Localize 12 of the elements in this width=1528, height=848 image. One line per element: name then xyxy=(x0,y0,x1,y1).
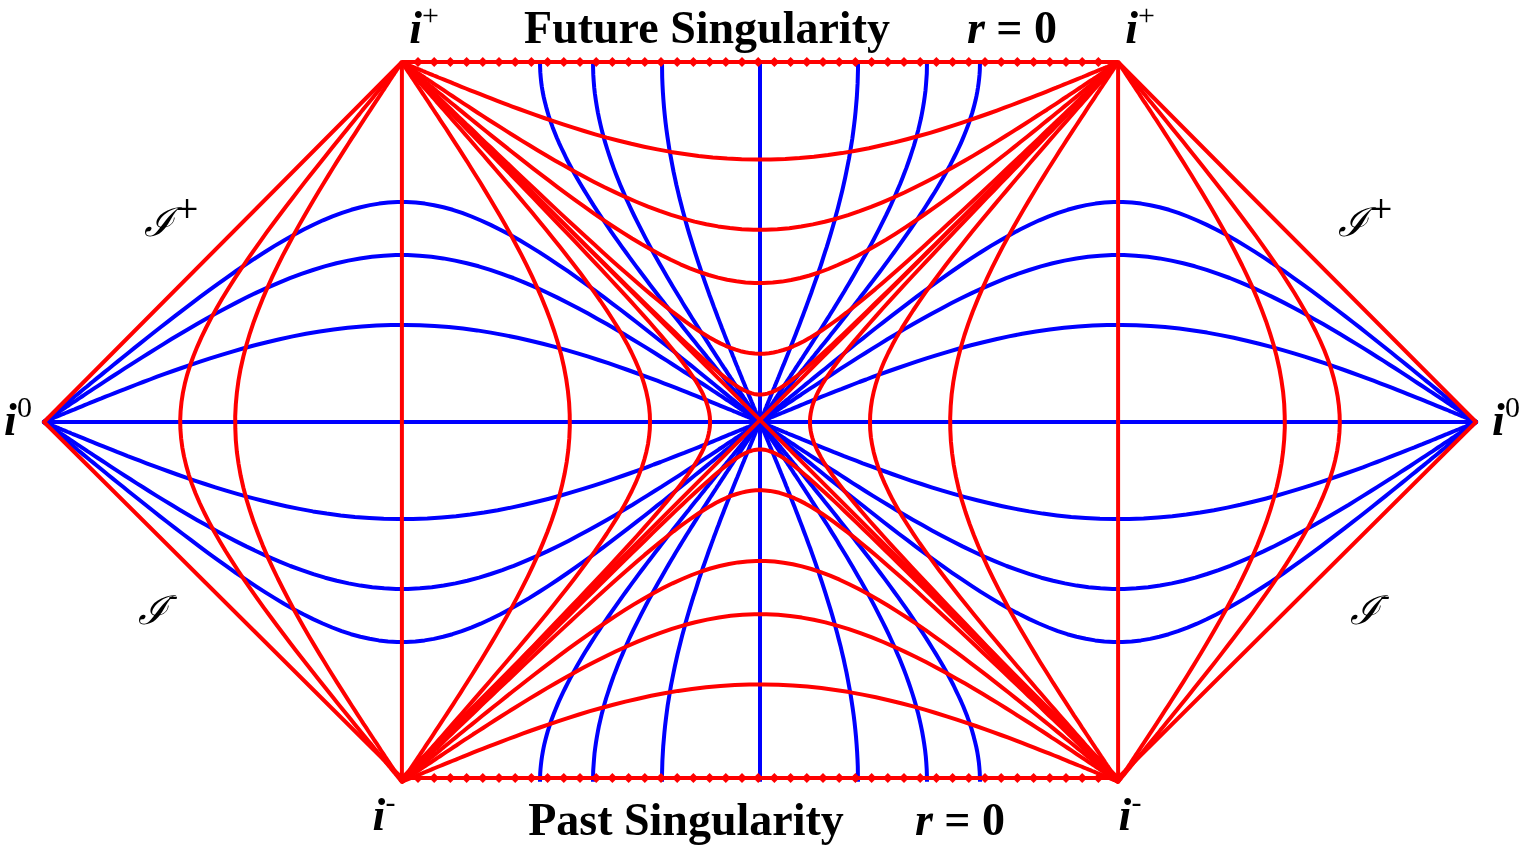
point-label: i$^{-}$ xyxy=(372,792,396,838)
infinity-label: ℐ$^{-}$ xyxy=(137,590,179,630)
point-label: i$^{0}$ xyxy=(1492,397,1520,443)
point-label: i$^{+}$ xyxy=(409,5,439,51)
infinity-label: ℐ$^{-}$ xyxy=(1349,590,1391,630)
singularity-label: Future Singularity xyxy=(524,5,890,51)
point-label: i$^{-}$ xyxy=(1118,792,1142,838)
equation-label: r = 0 xyxy=(914,797,1006,843)
equation-label: r = 0 xyxy=(966,5,1058,51)
point-label: i$^{+}$ xyxy=(1125,5,1155,51)
point-label: i$^{0}$ xyxy=(4,397,32,443)
singularity-label: Past Singularity xyxy=(528,797,844,843)
